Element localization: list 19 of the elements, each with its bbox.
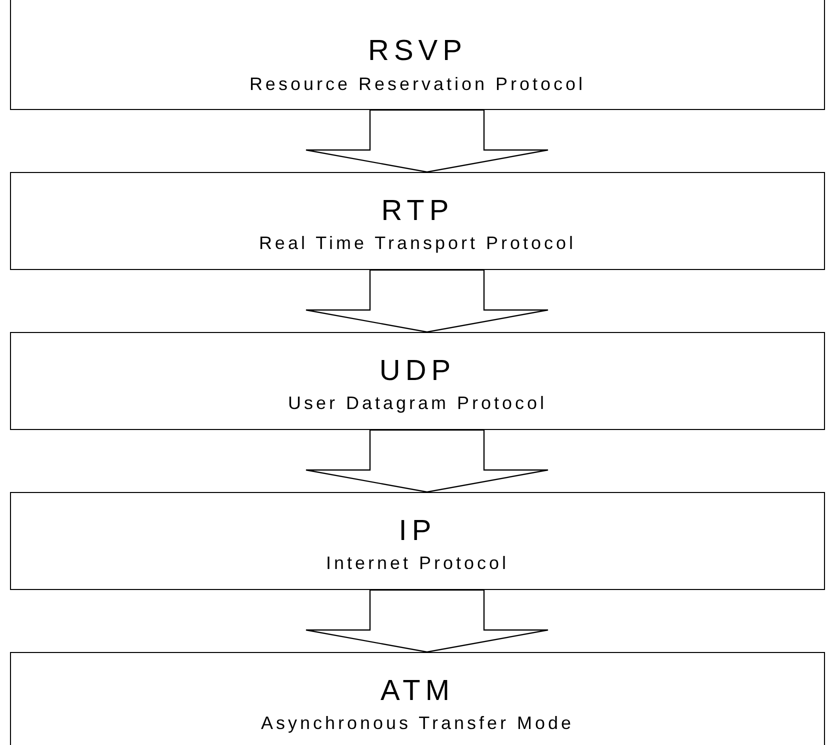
layer-full-name: User Datagram Protocol <box>286 393 548 414</box>
layer-full-name: Resource Reservation Protocol <box>248 74 587 95</box>
layer-acronym: RSVP <box>367 35 468 68</box>
block-arrow <box>305 429 549 493</box>
layer-acronym: RTP <box>380 195 455 228</box>
layer-acronym: IP <box>398 515 438 548</box>
protocol-layer-box <box>10 0 825 110</box>
protocol-layer-box <box>10 652 825 745</box>
block-arrow <box>305 109 549 173</box>
layer-full-name: Real Time Transport Protocol <box>258 233 578 254</box>
protocol-layer-box <box>10 492 825 590</box>
protocol-layer-box <box>10 172 825 270</box>
layer-full-name: Internet Protocol <box>324 553 510 574</box>
block-arrow <box>305 269 549 333</box>
protocol-layer-box <box>10 332 825 430</box>
layer-acronym: ATM <box>379 675 456 708</box>
block-arrow <box>305 589 549 653</box>
layer-full-name: Asynchronous Transfer Mode <box>260 713 576 734</box>
layer-acronym: UDP <box>378 355 457 388</box>
